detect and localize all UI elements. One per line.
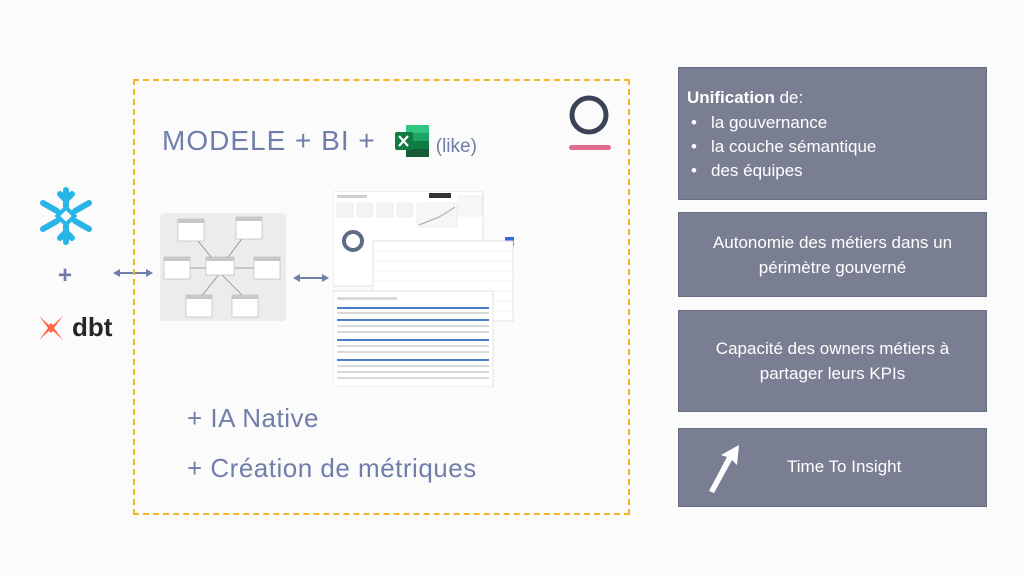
card-capacite: Capacité des owners métiers à partager l…: [678, 310, 987, 412]
model-bi-container: [133, 79, 630, 515]
card-autonomie-text: Autonomie des métiers dans un périmètre …: [712, 232, 953, 277]
bidirectional-arrow-icon: [293, 274, 329, 282]
title-row: MODELE + BI + (like): [162, 124, 477, 158]
title-text: MODELE + BI +: [162, 125, 376, 156]
card-autonomie: Autonomie des métiers dans un périmètre …: [678, 212, 987, 297]
trend-arrow-icon: [709, 445, 739, 493]
feature-ia-native: + IA Native: [187, 403, 319, 433]
dbt-logo: dbt: [36, 312, 112, 343]
feature-metric-creation: + Création de métriques: [187, 453, 477, 483]
list-item: •des équipes: [691, 161, 803, 180]
dashboard-spreadsheet-image: [333, 191, 514, 387]
list-item: •la gouvernance: [691, 113, 828, 132]
card-unification-heading: Unification de:: [687, 88, 986, 108]
card-time-text: Time To Insight: [787, 457, 902, 476]
omni-logo: [569, 95, 611, 150]
dbt-icon: [39, 315, 63, 340]
card-capacite-text: Capacité des owners métiers à partager l…: [715, 339, 950, 383]
card-time-to-insight: Time To Insight: [678, 428, 987, 507]
unification-bold: Unification: [687, 88, 775, 107]
data-model-diagram: [160, 213, 286, 321]
unification-rest: de:: [774, 88, 804, 107]
unification-list: •la gouvernance •la couche sémantique •d…: [687, 111, 986, 183]
excel-icon: [394, 125, 429, 157]
list-item: •la couche sémantique: [691, 137, 877, 156]
like-label: (like): [435, 136, 477, 157]
snowflake-logo-icon: [40, 187, 92, 245]
card-unification: Unification de: •la gouvernance •la couc…: [678, 67, 987, 200]
dbt-label: dbt: [72, 312, 113, 342]
plus-sign: +: [58, 262, 73, 289]
